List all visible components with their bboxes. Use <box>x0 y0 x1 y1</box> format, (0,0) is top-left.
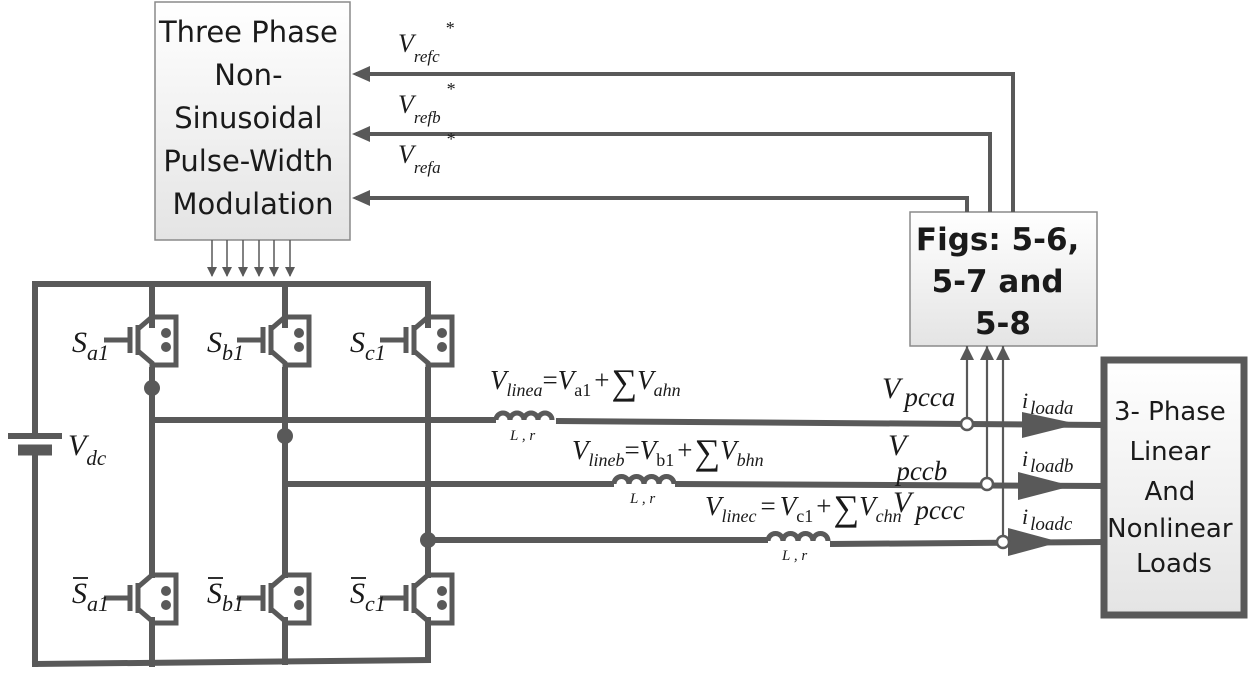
switch-c-bottom <box>380 563 455 631</box>
loads-line-4: Nonlinear <box>1107 514 1233 544</box>
line-voltage-b-eq: Vlineb=Vb1+∑Vbhn <box>572 432 764 472</box>
switch-b-bottom <box>237 563 312 631</box>
ref-a-label: Vrefa* <box>398 129 456 177</box>
inductor-c-label: L , r <box>781 548 807 564</box>
inductor-a-label: L , r <box>509 428 535 444</box>
pwm-block: Three Phase Non- Sinusoidal Pulse-Width … <box>154 1 351 241</box>
switch-b-top <box>237 305 312 373</box>
switch-a-bottom <box>104 563 179 631</box>
svg-text:3- Phase Linear An: 3- Phase Linear And Nonlinear Loads <box>1107 397 1241 579</box>
gate-signal-arrows <box>207 240 295 277</box>
switch-label-c-top: Sc1 <box>350 326 386 365</box>
switch-label-b-bottom: Sb1 <box>207 577 244 616</box>
reference-arrowheads <box>352 66 370 206</box>
svg-text:Three Phase Non- S: Three Phase Non- Sinusoidal Pulse-Width … <box>158 15 347 221</box>
dc-source <box>8 430 62 456</box>
svg-text:Figs: 5-6, 5-7 and: Figs: 5-6, 5-7 and 5-8 <box>916 222 1090 342</box>
pwm-line-4: Pulse-Width <box>163 144 333 178</box>
ref-b-label: Vrefb* <box>398 79 456 127</box>
pcc-nodes <box>959 416 1011 550</box>
pwm-line-3: Sinusoidal <box>174 101 322 135</box>
switch-label-c-bottom: Sc1 <box>350 577 386 616</box>
inverter-frame <box>31 281 432 668</box>
ref-c-label: Vrefc* <box>398 18 455 66</box>
inductor-c <box>765 531 831 542</box>
switch-c-top <box>380 305 455 373</box>
inductor-a <box>493 410 555 421</box>
switch-label-a-top: Sa1 <box>72 326 109 365</box>
load-current-arrows <box>1008 412 1078 556</box>
figs-line-3: 5-8 <box>975 306 1031 342</box>
switch-a-top <box>104 305 179 373</box>
pcc-arrowheads <box>960 346 1010 360</box>
pwm-line-5: Modulation <box>173 187 334 221</box>
dc-voltage-label: Vdc <box>68 429 107 470</box>
loads-line-1: 3- Phase <box>1114 397 1226 427</box>
pwm-line-1: Three Phase <box>158 15 338 49</box>
figs-block: Figs: 5-6, 5-7 and 5-8 <box>909 211 1098 347</box>
pcc-measurement-lines <box>965 346 1005 542</box>
line-voltage-a-eq: Vlinea=Va1+∑Vahn <box>490 362 681 402</box>
pwm-line-2: Non- <box>214 58 282 92</box>
figs-line-1: Figs: 5-6, <box>916 222 1079 258</box>
figs-line-2: 5-7 and <box>932 264 1064 300</box>
loads-block: 3- Phase Linear And Nonlinear Loads <box>1100 356 1248 619</box>
inductor-b <box>611 474 677 485</box>
loads-line-3: And <box>1144 477 1195 507</box>
reference-signal-lines <box>356 72 1015 212</box>
junction-dots <box>144 380 436 548</box>
phase-a-line <box>152 417 1105 428</box>
loads-line-2: Linear <box>1129 437 1210 467</box>
line-voltage-c-eq: Vlinec=Vc1+∑Vchn <box>705 488 902 528</box>
switch-label-b-top: Sb1 <box>207 326 244 365</box>
loads-line-5: Loads <box>1136 549 1212 579</box>
inductor-b-label: L , r <box>629 491 655 507</box>
switch-label-a-bottom: Sa1 <box>72 577 109 616</box>
